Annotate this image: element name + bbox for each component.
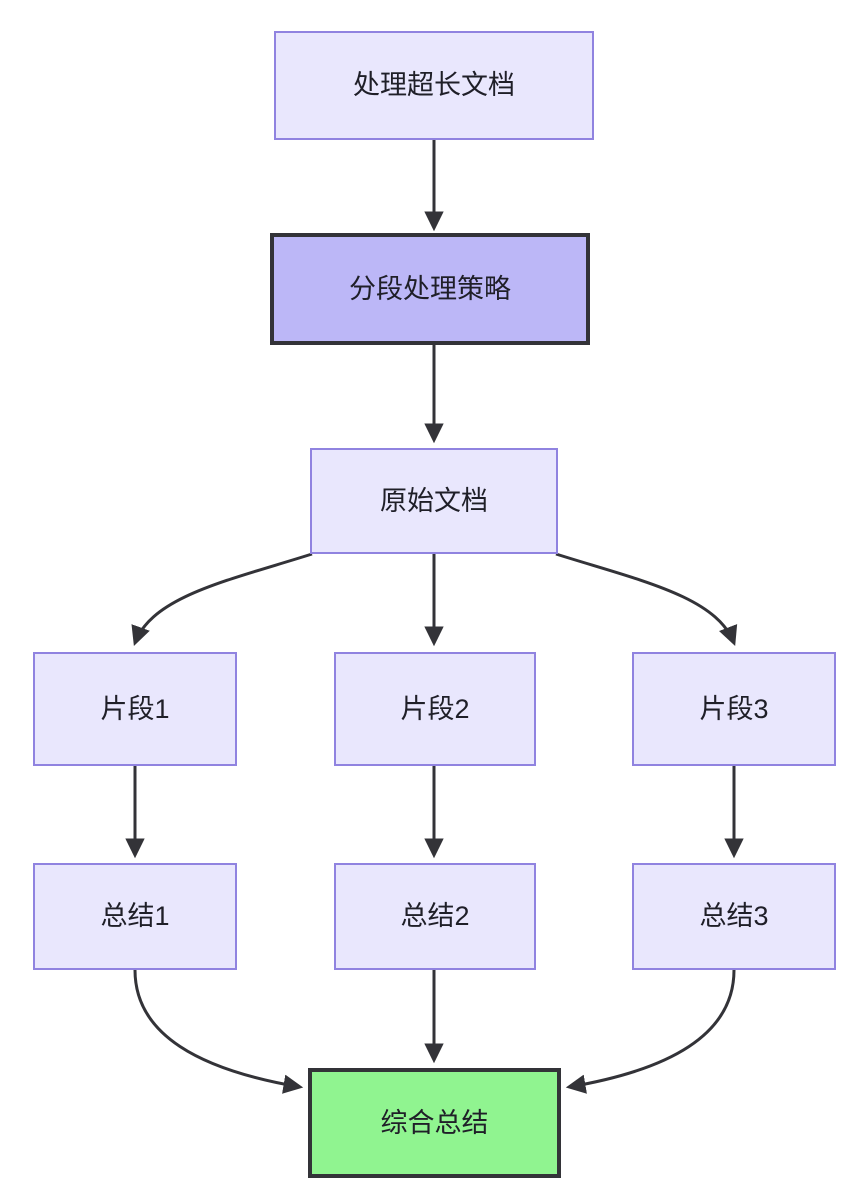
node-final-summary[interactable]: 综合总结 <box>308 1068 561 1178</box>
edge-summary1-to-final <box>133 969 304 1094</box>
node-strategy[interactable]: 分段处理策略 <box>270 233 590 345</box>
node-chunk2[interactable]: 片段2 <box>334 652 536 766</box>
node-chunk2-label: 片段2 <box>400 693 470 724</box>
node-source-doc[interactable]: 原始文档 <box>310 448 558 554</box>
node-chunk1-label: 片段1 <box>100 693 170 724</box>
node-chunk3-label: 片段3 <box>699 693 769 724</box>
node-summary3[interactable]: 总结3 <box>632 863 836 970</box>
node-doc-task-label: 处理超长文档 <box>353 70 515 101</box>
node-strategy-label: 分段处理策略 <box>349 273 511 304</box>
node-chunk1[interactable]: 片段1 <box>33 652 237 766</box>
node-doc-task[interactable]: 处理超长文档 <box>274 31 594 140</box>
node-summary2[interactable]: 总结2 <box>334 863 536 970</box>
node-source-doc-label: 原始文档 <box>380 485 488 516</box>
node-summary1-label: 总结1 <box>100 901 170 932</box>
node-summary2-label: 总结2 <box>400 901 470 932</box>
node-summary1[interactable]: 总结1 <box>33 863 237 970</box>
node-summary3-label: 总结3 <box>699 901 769 932</box>
edge-source-doc-to-chunk3 <box>555 552 738 647</box>
node-final-summary-label: 综合总结 <box>380 1107 489 1138</box>
edge-source-doc-to-chunk1 <box>131 552 313 647</box>
edge-summary3-to-final <box>565 969 736 1094</box>
node-chunk3[interactable]: 片段3 <box>632 652 836 766</box>
